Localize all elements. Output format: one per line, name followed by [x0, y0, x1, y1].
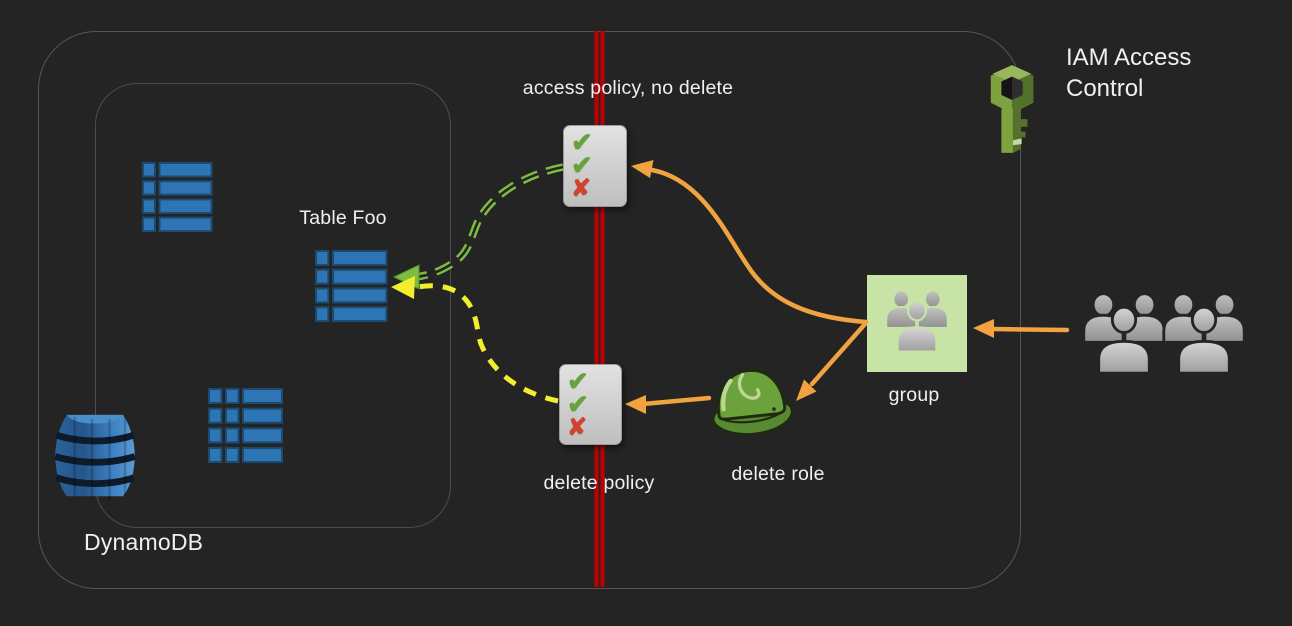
check-icon: ✔	[567, 389, 589, 419]
check-icon: ✔	[571, 127, 593, 157]
arrowhead	[631, 160, 654, 178]
iam-boundary-box	[38, 31, 1021, 589]
dynamodb-label: DynamoDB	[84, 529, 204, 555]
arrow-double-line-gap	[414, 165, 564, 279]
dynamodb-db-icon	[54, 414, 136, 501]
cross-icon: ✘	[567, 414, 588, 441]
deny-barrier-line-right	[600, 31, 605, 587]
arrowhead	[973, 319, 994, 338]
deny-barrier-line-left	[594, 31, 599, 587]
arrowhead	[625, 395, 646, 414]
dynamodb-table-grid-icon	[208, 388, 283, 463]
iam-key-icon	[990, 65, 1034, 153]
dynamodb-boundary-box	[95, 83, 451, 528]
policy-checklist-icon: ✔ ✔ ✘	[563, 125, 627, 207]
access-policy-label: access policy, no delete	[522, 77, 734, 99]
cross-icon: ✘	[571, 175, 592, 202]
arrowhead	[796, 379, 817, 401]
table-foo-icon	[315, 250, 388, 323]
delete-role-label: delete role	[731, 463, 825, 485]
policy-checklist-icon: ✔ ✔ ✘	[559, 364, 622, 445]
arrow-group-to-access-policy	[649, 167, 869, 325]
delete-policy-label: delete policy	[543, 472, 655, 494]
arrow-users-to-group	[989, 326, 1070, 333]
arrow-access-policy-to-table-foo	[414, 163, 564, 281]
table-foo-label: Table Foo	[299, 207, 387, 229]
group-label: group	[888, 384, 940, 406]
check-icon: ✔	[567, 366, 589, 396]
arrow-group-to-delete-role	[809, 321, 868, 387]
dynamodb-table-icon	[142, 162, 213, 233]
hard-hat-role-icon	[711, 369, 794, 436]
arrow-delete-policy-to-table-foo	[416, 283, 559, 404]
arrowhead	[391, 276, 415, 299]
arrow-delete-role-to-delete-policy	[640, 395, 712, 407]
check-icon: ✔	[571, 150, 593, 180]
diagram-title: IAM Access Control	[1066, 44, 1192, 102]
